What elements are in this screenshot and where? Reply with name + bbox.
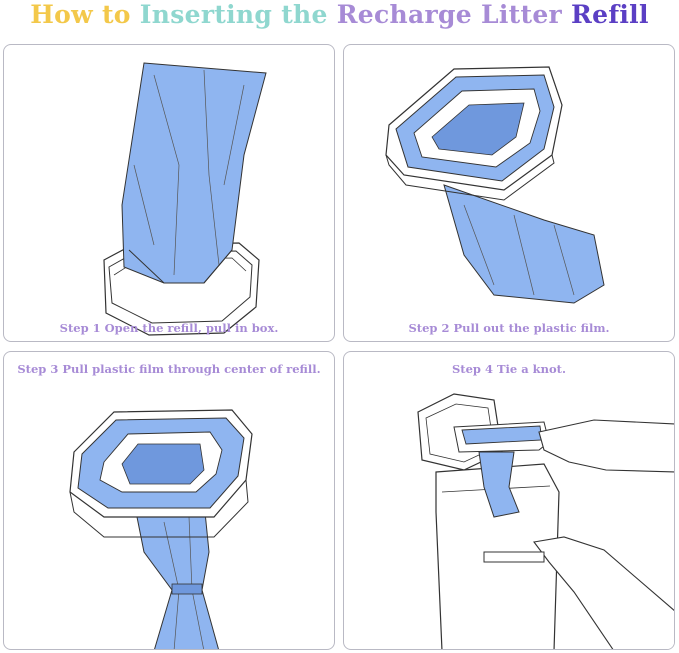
step-2-caption: Step 2 Pull out the plastic film. — [408, 321, 610, 335]
title-part-recharge-litter: Recharge Litter — [336, 0, 572, 29]
step-4-illustration — [417, 393, 674, 649]
step-2-panel: Step 2 Pull out the plastic film. — [343, 44, 675, 342]
step-4-caption: Step 4 Tie a knot. — [451, 362, 566, 376]
step-3-caption: Step 3 Pull plastic film through center … — [17, 362, 321, 376]
step-1-panel: Step 1 Open the refill, pull in box. — [3, 44, 335, 342]
step-2-illustration — [385, 66, 605, 304]
title-part-inserting-the: Inserting the — [139, 0, 337, 29]
step-1-caption: Step 1 Open the refill, pull in box. — [59, 321, 279, 335]
title-part-refill: Refill — [571, 0, 649, 29]
step-3-illustration — [69, 409, 253, 649]
step-4-panel: Step 4 Tie a knot. — [343, 351, 675, 650]
page-title: How to Inserting the Recharge Litter Ref… — [0, 0, 679, 36]
step-1-illustration — [103, 62, 267, 336]
title-part-how-to: How to — [30, 0, 140, 29]
step-3-panel: Step 3 Pull plastic film through center … — [3, 351, 335, 650]
